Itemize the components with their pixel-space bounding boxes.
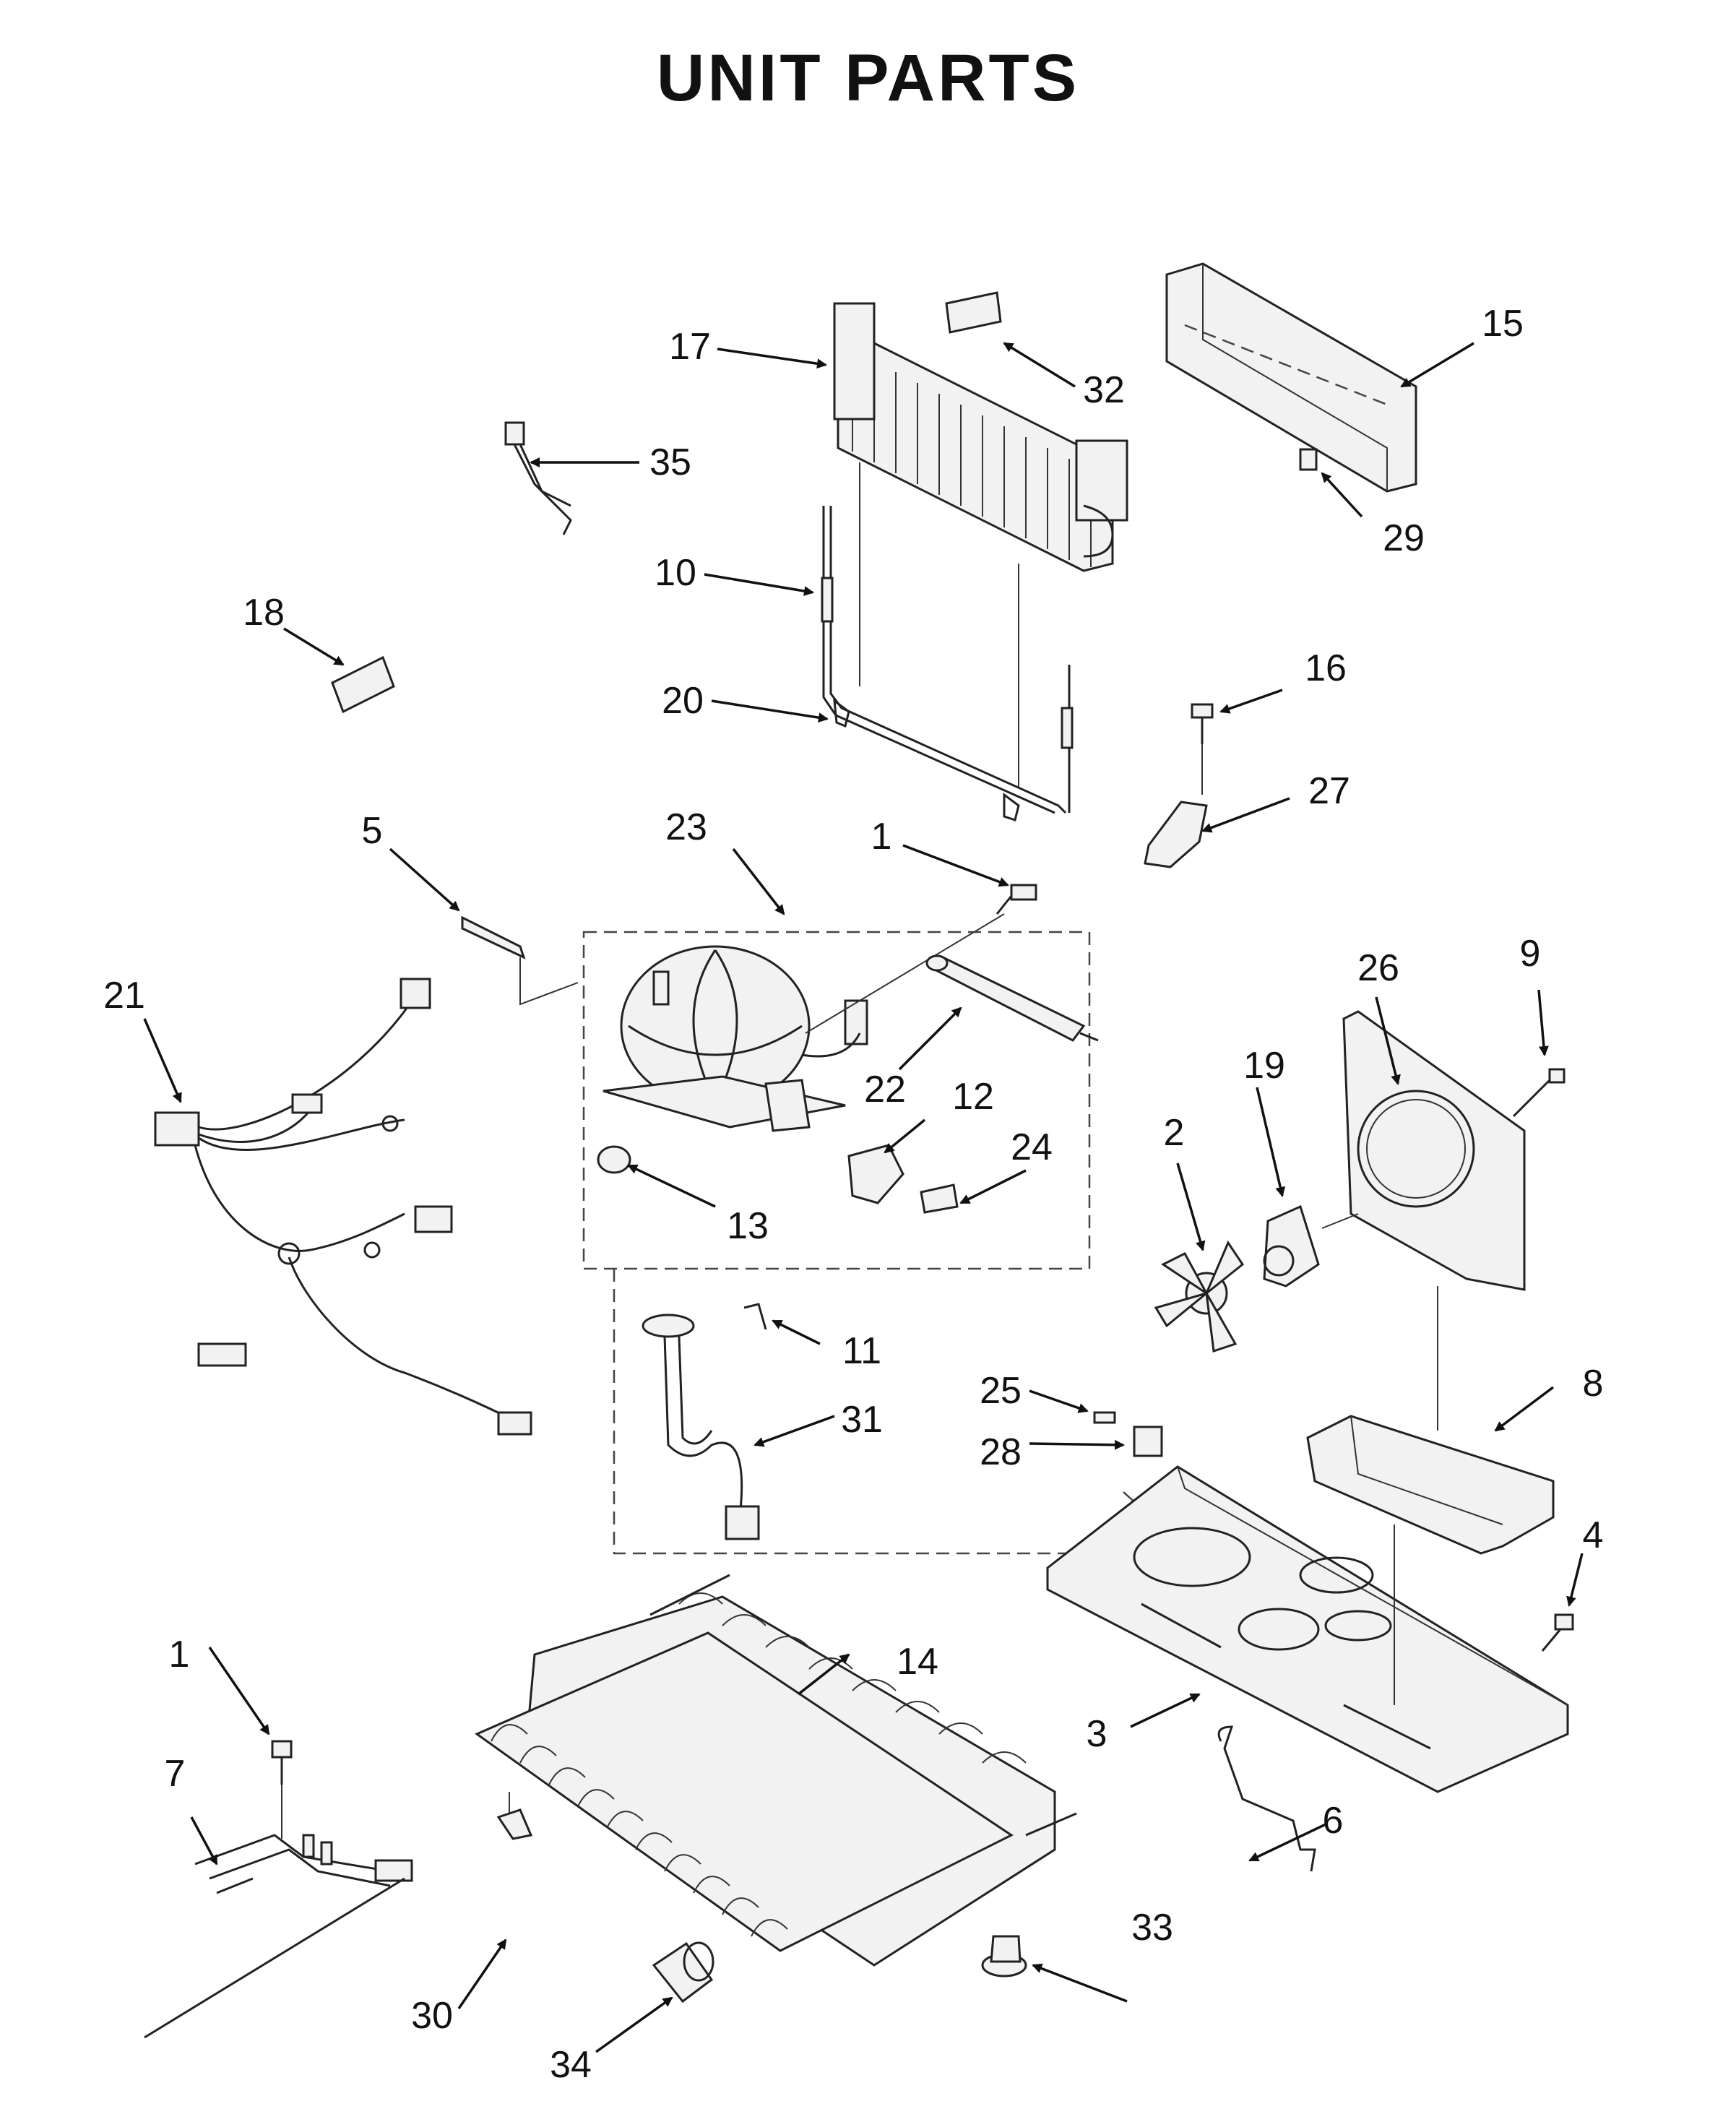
callout-18: 18 (243, 592, 285, 634)
base-part-8 (1306, 1415, 1555, 1555)
drier-part-22 (925, 954, 1099, 1042)
callout-21: 21 (103, 975, 145, 1017)
callout-30: 30 (411, 1995, 453, 2037)
relay-cover-part-24 (920, 1183, 959, 1214)
callout-10: 10 (655, 552, 696, 594)
callout-16: 16 (1305, 647, 1347, 689)
plug-part-25 (1093, 1411, 1116, 1424)
callout-29: 29 (1383, 517, 1425, 559)
callout-35: 35 (649, 441, 691, 483)
callout-6: 6 (1322, 1800, 1344, 1842)
clip-part-30 (496, 1808, 533, 1840)
evaporator-part-14 (474, 1574, 1077, 1967)
callout-24: 24 (1011, 1126, 1053, 1168)
fan-motor-part-19 (1263, 1204, 1320, 1288)
callout-2: 2 (1163, 1112, 1185, 1154)
callout-28: 28 (980, 1431, 1022, 1473)
page-title: UNIT PARTS (656, 41, 1080, 115)
strip-part-32 (945, 291, 1002, 334)
callout-26: 26 (1357, 947, 1399, 989)
callout-31: 31 (841, 1399, 883, 1441)
grommet-part-13 (597, 1145, 631, 1174)
callout-17: 17 (669, 326, 711, 368)
callout-9: 9 (1519, 933, 1541, 975)
screw-part-1-lower (271, 1740, 293, 1785)
insulator-part-34 (652, 1941, 714, 2004)
callout-23: 23 (665, 806, 707, 848)
fan-blade-part-2 (1154, 1240, 1245, 1353)
callout-7: 7 (164, 1753, 186, 1795)
callout-34: 34 (550, 2044, 592, 2086)
callout-19: 19 (1243, 1045, 1285, 1087)
callout-5: 5 (361, 810, 383, 852)
callout-1-upper: 1 (871, 816, 892, 858)
drain-tube-part-31 (642, 1314, 760, 1540)
compressor-group-box (582, 931, 1091, 1270)
callout-12: 12 (952, 1076, 994, 1118)
callout-27: 27 (1308, 770, 1350, 812)
callout-32: 32 (1083, 369, 1125, 411)
screw-part-16 (1191, 703, 1214, 744)
relay-part-12 (847, 1144, 904, 1204)
shroud-part-26 (1342, 1010, 1526, 1291)
callout-20: 20 (662, 680, 704, 722)
callout-8: 8 (1582, 1363, 1604, 1405)
callout-3: 3 (1086, 1713, 1107, 1755)
clip-part-29 (1299, 448, 1318, 471)
bracket-part-27 (1144, 801, 1208, 868)
harness-part-7 (144, 1834, 413, 2039)
callout-13: 13 (727, 1205, 769, 1247)
cover-part-15 (1165, 262, 1417, 493)
callout-22: 22 (864, 1069, 906, 1110)
sensor-part-35 (504, 421, 572, 535)
condenser-part (833, 302, 1128, 572)
screw-part-9 (1512, 1068, 1566, 1118)
strap-part-5 (461, 915, 526, 959)
callout-25: 25 (980, 1370, 1022, 1412)
compressor-part (603, 945, 868, 1129)
pan-part-3 (1046, 1465, 1569, 1793)
bracket-part-11 (743, 1303, 767, 1330)
thermostat-part-33 (981, 1935, 1027, 1977)
harness-part-21 (154, 978, 532, 1436)
board-part-18 (331, 655, 395, 714)
callout-4: 4 (1582, 1514, 1604, 1556)
wire-part-6 (1217, 1725, 1316, 1872)
callout-11: 11 (842, 1330, 881, 1372)
screw-part-1-upper (996, 884, 1037, 915)
screw-part-4 (1541, 1613, 1574, 1652)
tube-assembly-part (821, 506, 1074, 821)
callout-33: 33 (1131, 1907, 1173, 1949)
callout-14: 14 (897, 1641, 938, 1683)
leader-lines (143, 342, 1584, 2053)
callout-15: 15 (1482, 303, 1524, 345)
callout-1-lower: 1 (168, 1634, 190, 1675)
grommet-part-28 (1133, 1426, 1163, 1457)
